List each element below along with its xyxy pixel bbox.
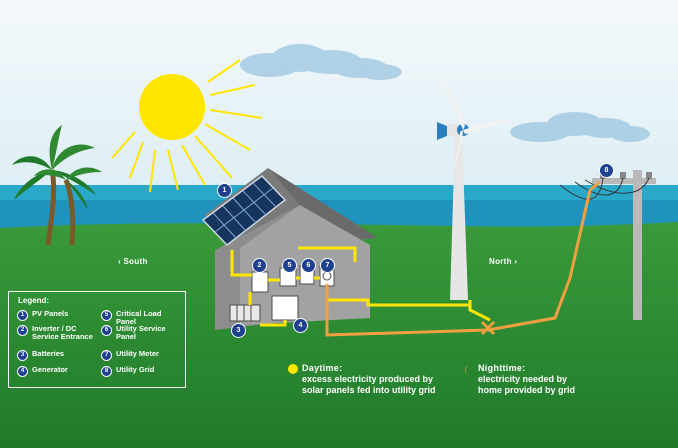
legend-label: Critical Load Panel [116,309,162,326]
legend-item: 7 Utility Meter [101,350,180,361]
legend-number: 1 [17,310,28,321]
legend-label: Utility Grid [116,365,155,374]
nighttime-line-1: electricity needed by [478,374,568,384]
cloud-right [510,112,650,142]
marker-7: 7 [320,258,335,273]
pv-panels [201,175,287,247]
legend-number: 5 [101,310,112,321]
connection-x-icon [480,320,496,336]
legend-label: Generator [32,365,68,374]
legend-number: 7 [101,350,112,361]
north-text: North [489,257,512,266]
sun-rays [111,59,263,193]
legend-number: 2 [17,325,28,336]
sun [139,74,205,140]
wind-turbine [437,72,512,300]
house-roof-right [268,168,378,240]
daytime-title: Daytime: [302,363,343,373]
legend-item: 6 Utility Service Panel [101,325,180,341]
marker-3: 3 [231,323,246,338]
legend-title: Legend: [18,296,50,305]
marker-4: 4 [293,318,308,333]
south-text: South [123,257,148,266]
legend: Legend: 1 PV Panels 2 Inverter / DC Servic… [8,291,186,388]
marker-6: 6 [301,258,316,273]
marker-1: 1 [217,183,232,198]
utility-pole [559,170,656,320]
legend-label: Inverter / DC Service Entrance [32,324,93,341]
legend-number: 3 [17,350,28,361]
legend-label: Utility Meter [116,349,159,358]
legend-item: 3 Batteries [17,350,96,361]
daytime-dot-icon [288,364,298,374]
daytime-line-2: solar panels fed into utility grid [302,385,436,395]
legend-label: Utility Service Panel [116,324,166,341]
daytime-caption: Daytime: excess electricity produced by … [302,363,436,396]
cloud-left [240,44,402,80]
legend-item: 1 PV Panels [17,310,96,321]
nighttime-wire [325,180,601,337]
legend-item: 5 Critical Load Panel [101,310,180,326]
marker-8: 8 [599,163,614,178]
nighttime-line-2: home provided by grid [478,385,576,395]
marker-5: 5 [282,258,297,273]
legend-item: 2 Inverter / DC Service Entrance [17,325,96,341]
nighttime-title: Nighttime: [478,363,526,373]
south-label: ‹ South [118,257,148,266]
marker-2: 2 [252,258,267,273]
legend-item: 8 Utility Grid [101,366,180,377]
legend-item: 4 Generator [17,366,96,377]
legend-number: 8 [101,366,112,377]
legend-number: 4 [17,366,28,377]
north-label: North › [489,257,518,266]
legend-number: 6 [101,325,112,336]
nighttime-caption: Nighttime: electricity needed by home pr… [478,363,575,396]
palm-trees [12,125,102,246]
daytime-line-1: excess electricity produced by [302,374,434,384]
legend-label: Batteries [32,349,65,358]
legend-label: PV Panels [32,309,69,318]
